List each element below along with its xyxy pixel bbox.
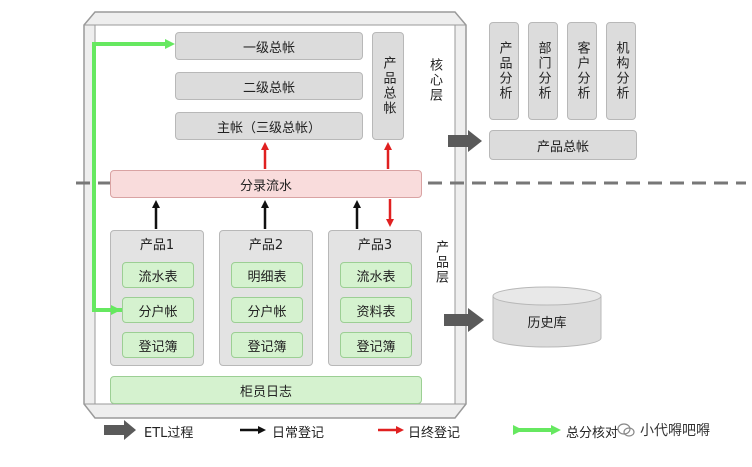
core-layer-label: 核心层 (427, 58, 442, 103)
main-ledger: 主帐（三级总帐） (175, 112, 363, 140)
etl-arrow-core (448, 130, 482, 152)
history-db: 历史库 (527, 316, 567, 331)
legend-eod-label: 日终登记 (408, 426, 461, 441)
product-title: 产品3 (357, 238, 393, 253)
product-analysis: 产品分析 (489, 22, 519, 120)
ledger-level2: 二级总帐 (175, 72, 363, 100)
customer-analysis: 客户分析 (567, 22, 597, 120)
legend-etl-label: ETL过程 (144, 426, 194, 441)
journal-entries: 分录流水 (110, 170, 422, 198)
product3-item-3: 登记簿 (340, 332, 412, 358)
product-ledger-analysis: 产品总帐 (489, 130, 637, 160)
product-layer-label: 产品层 (433, 240, 448, 285)
legend-daily-label: 日常登记 (272, 426, 325, 441)
product3-item-2: 资料表 (340, 297, 412, 323)
product1-item-1: 流水表 (122, 262, 194, 288)
product2-item-3: 登记簿 (231, 332, 303, 358)
etl-arrow-history (444, 308, 484, 332)
watermark-text: 小代嘚吧嘚 (640, 423, 710, 439)
department-analysis: 部门分析 (528, 22, 558, 120)
product1-item-3: 登记簿 (122, 332, 194, 358)
product-title: 产品2 (248, 238, 284, 253)
product2-item-2: 分户帐 (231, 297, 303, 323)
product2-item-1: 明细表 (231, 262, 303, 288)
green-reconcile-arrow (92, 39, 175, 312)
ledger-level1: 一级总帐 (175, 32, 363, 60)
product-ledger-core: 产品总帐 (372, 32, 404, 140)
product-title: 产品1 (139, 238, 175, 253)
history-db-cylinder (492, 286, 602, 348)
legend-reconcile-label: 总分核对 (566, 426, 619, 441)
wechat-icon (617, 423, 635, 437)
legend-etl-arrow (104, 420, 136, 440)
product1-item-2: 分户帐 (122, 297, 194, 323)
institution-analysis: 机构分析 (606, 22, 636, 120)
teller-log: 柜员日志 (110, 376, 422, 404)
product3-item-1: 流水表 (340, 262, 412, 288)
